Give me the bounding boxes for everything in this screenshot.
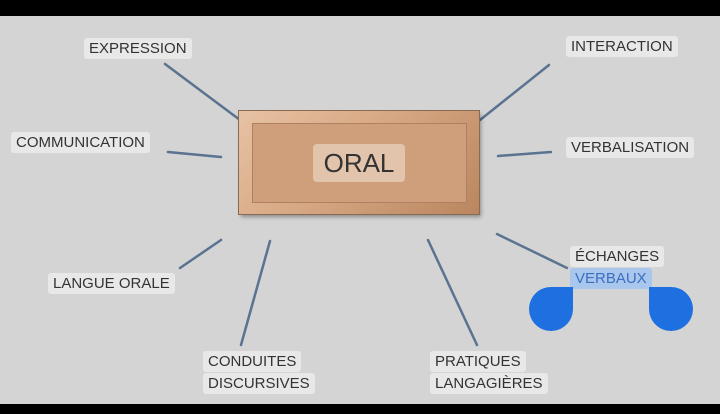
node-verbalisation: VERBALISATION — [566, 137, 695, 159]
status-bar — [0, 0, 720, 16]
central-concept-label: ORAL — [313, 144, 405, 182]
node-communication-label: COMMUNICATION — [11, 132, 150, 153]
node-echanges-line1: ÉCHANGES — [570, 246, 665, 267]
node-langue-orale: LANGUE ORALE — [48, 273, 175, 295]
node-echanges-verbaux[interactable]: ÉCHANGES VERBAUX — [570, 246, 665, 290]
navigation-bar — [0, 404, 720, 414]
node-conduites-line2: DISCURSIVES — [203, 373, 315, 394]
node-pratiques-line1: PRATIQUES — [430, 351, 526, 372]
node-communication: COMMUNICATION — [11, 132, 150, 154]
node-expression-label: EXPRESSION — [84, 38, 192, 59]
node-interaction-label: INTERACTION — [566, 36, 678, 57]
selection-handle-start[interactable] — [529, 287, 573, 331]
node-langue-orale-label: LANGUE ORALE — [48, 273, 175, 294]
node-pratiques-line2: LANGAGIÈRES — [430, 373, 548, 394]
node-expression: EXPRESSION — [84, 38, 192, 60]
box-inner-panel — [252, 123, 467, 203]
connector-conduites — [239, 239, 272, 347]
connector-verbalisation — [496, 150, 553, 158]
connector-langue-orale — [178, 238, 223, 270]
node-conduites-line1: CONDUITES — [203, 351, 302, 372]
central-concept-box: ORAL — [239, 111, 479, 214]
node-pratiques-langagieres: PRATIQUES LANGAGIÈRES — [430, 351, 548, 395]
node-conduites-discursives: CONDUITES DISCURSIVES — [203, 351, 315, 395]
connector-interaction — [478, 63, 551, 122]
selected-text-verbaux[interactable]: VERBAUX — [570, 268, 652, 289]
node-interaction: INTERACTION — [566, 36, 678, 58]
connector-pratiques — [426, 238, 479, 347]
connector-communication — [166, 150, 223, 159]
selection-handle-end[interactable] — [649, 287, 693, 331]
connector-echanges — [495, 232, 569, 270]
connector-expression — [163, 62, 242, 122]
node-verbalisation-label: VERBALISATION — [566, 137, 695, 158]
